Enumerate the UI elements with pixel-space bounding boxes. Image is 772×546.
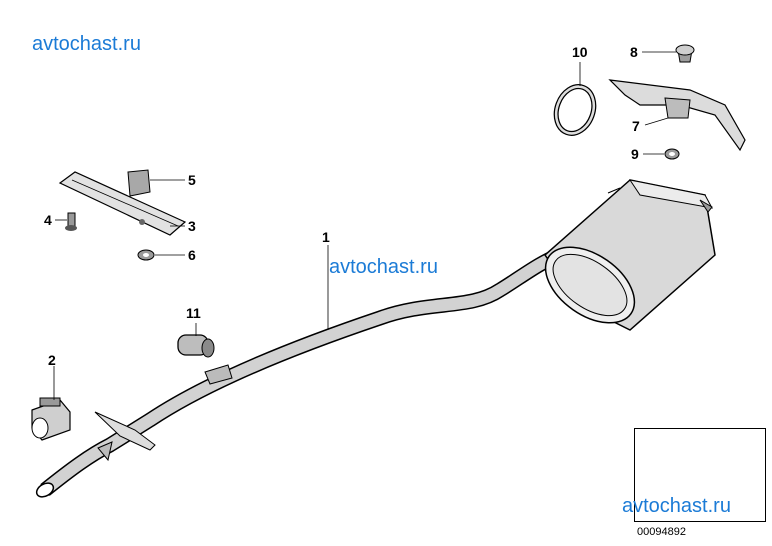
callout-2: 2	[48, 352, 56, 368]
location-thumbnail-frame	[634, 428, 766, 522]
callout-3: 3	[188, 218, 196, 234]
rear-muffler	[544, 179, 716, 331]
callout-6: 6	[188, 247, 196, 263]
callout-5: 5	[188, 172, 196, 188]
callout-8: 8	[630, 44, 638, 60]
callout-7: 7	[632, 118, 640, 134]
rubber-mount	[177, 334, 215, 358]
callout-10: 10	[572, 44, 588, 60]
watermark-bottom-right: avtochast.ru	[622, 495, 731, 517]
watermark-top-left: avtochast.ru	[32, 33, 141, 55]
callout-11: 11	[186, 305, 201, 321]
hanger-bracket	[608, 44, 746, 160]
leader-lines	[53, 51, 676, 400]
callout-4: 4	[44, 212, 52, 228]
exhaust-pipe	[35, 247, 563, 498]
gasket-ring	[553, 84, 597, 136]
mounting-bracket	[58, 169, 187, 261]
pipe-clamp	[31, 397, 71, 441]
watermark-center: avtochast.ru	[329, 256, 438, 278]
document-number: 00094892	[637, 526, 686, 538]
callout-9: 9	[631, 146, 639, 162]
callout-1: 1	[322, 229, 330, 245]
